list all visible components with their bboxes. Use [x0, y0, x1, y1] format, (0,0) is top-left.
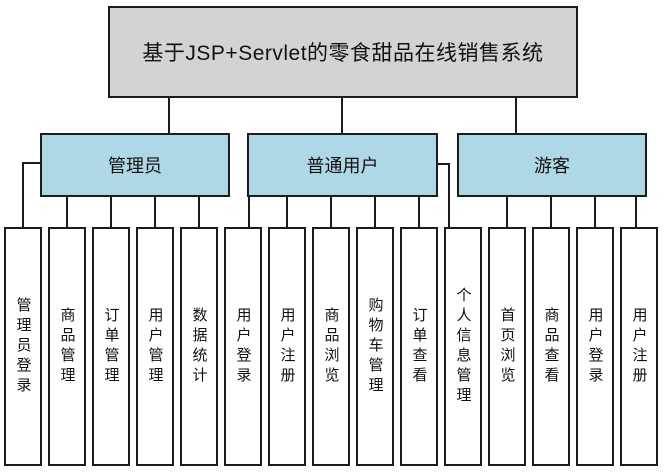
leaf-box-user-mgmt: 用户管理: [136, 227, 174, 466]
leaf-label: 用户登录: [586, 306, 604, 387]
leaf-label: 用户管理: [146, 306, 164, 387]
connector-line: [154, 197, 156, 227]
leaf-box-admin-login: 管理员登录: [4, 227, 42, 466]
leaf-box-guest-user-register: 用户注册: [620, 227, 658, 466]
connector-line: [168, 98, 170, 133]
connector-line: [550, 197, 552, 227]
leaf-label: 商品查看: [542, 306, 560, 387]
leaf-box-order-mgmt: 订单管理: [92, 227, 130, 466]
leaf-label: 数据统计: [190, 306, 208, 387]
connector-line: [515, 98, 517, 133]
leaf-label: 用户登录: [234, 306, 252, 387]
role-label-regular-user: 普通用户: [306, 156, 379, 176]
leaf-label: 商品管理: [58, 306, 76, 387]
leaf-box-cart-mgmt: 购物车管理: [356, 227, 394, 466]
role-box-guest: 游客: [457, 133, 647, 197]
leaf-box-order-view: 订单查看: [400, 227, 438, 466]
leaf-box-homepage-browse: 首页浏览: [488, 227, 526, 466]
system-title: 基于JSP+Servlet的零食甜品在线销售系统: [142, 42, 544, 65]
leaf-box-user-login: 用户登录: [224, 227, 262, 466]
connector-line: [22, 162, 24, 227]
connector-line: [110, 197, 112, 227]
leaf-label: 用户注册: [278, 306, 296, 387]
connector-line: [436, 163, 450, 165]
connector-line: [341, 98, 343, 133]
leaf-label: 用户注册: [630, 306, 648, 387]
leaf-box-product-mgmt: 商品管理: [48, 227, 86, 466]
leaf-label: 订单管理: [102, 306, 120, 387]
leaf-box-product-view: 商品查看: [532, 227, 570, 466]
connector-line: [66, 197, 68, 227]
leaf-label: 个人信息管理: [454, 286, 472, 407]
connector-line: [506, 197, 508, 227]
leaf-box-guest-user-login: 用户登录: [576, 227, 614, 466]
connector-line: [22, 162, 40, 164]
leaf-box-data-stats: 数据统计: [180, 227, 218, 466]
leaf-box-user-register: 用户注册: [268, 227, 306, 466]
role-label-admin: 管理员: [108, 156, 162, 176]
connector-line: [448, 163, 450, 227]
leaf-box-personal-info-mgmt: 个人信息管理: [444, 227, 482, 466]
role-box-admin: 管理员: [40, 133, 230, 197]
role-box-regular-user: 普通用户: [247, 133, 438, 197]
leaf-label: 首页浏览: [498, 306, 516, 387]
connector-line: [248, 197, 250, 227]
connector-line: [594, 197, 596, 227]
connector-line: [330, 197, 332, 227]
system-title-box: 基于JSP+Servlet的零食甜品在线销售系统: [108, 6, 578, 98]
leaf-label: 商品浏览: [322, 306, 340, 387]
leaf-label: 订单查看: [410, 306, 428, 387]
connector-line: [198, 197, 200, 227]
leaf-label: 购物车管理: [366, 296, 384, 397]
role-label-guest: 游客: [534, 156, 570, 176]
connector-line: [635, 197, 637, 227]
connector-line: [286, 197, 288, 227]
leaf-box-product-browse: 商品浏览: [312, 227, 350, 466]
connector-line: [374, 197, 376, 227]
leaf-label: 管理员登录: [14, 296, 32, 397]
connector-line: [418, 197, 420, 227]
